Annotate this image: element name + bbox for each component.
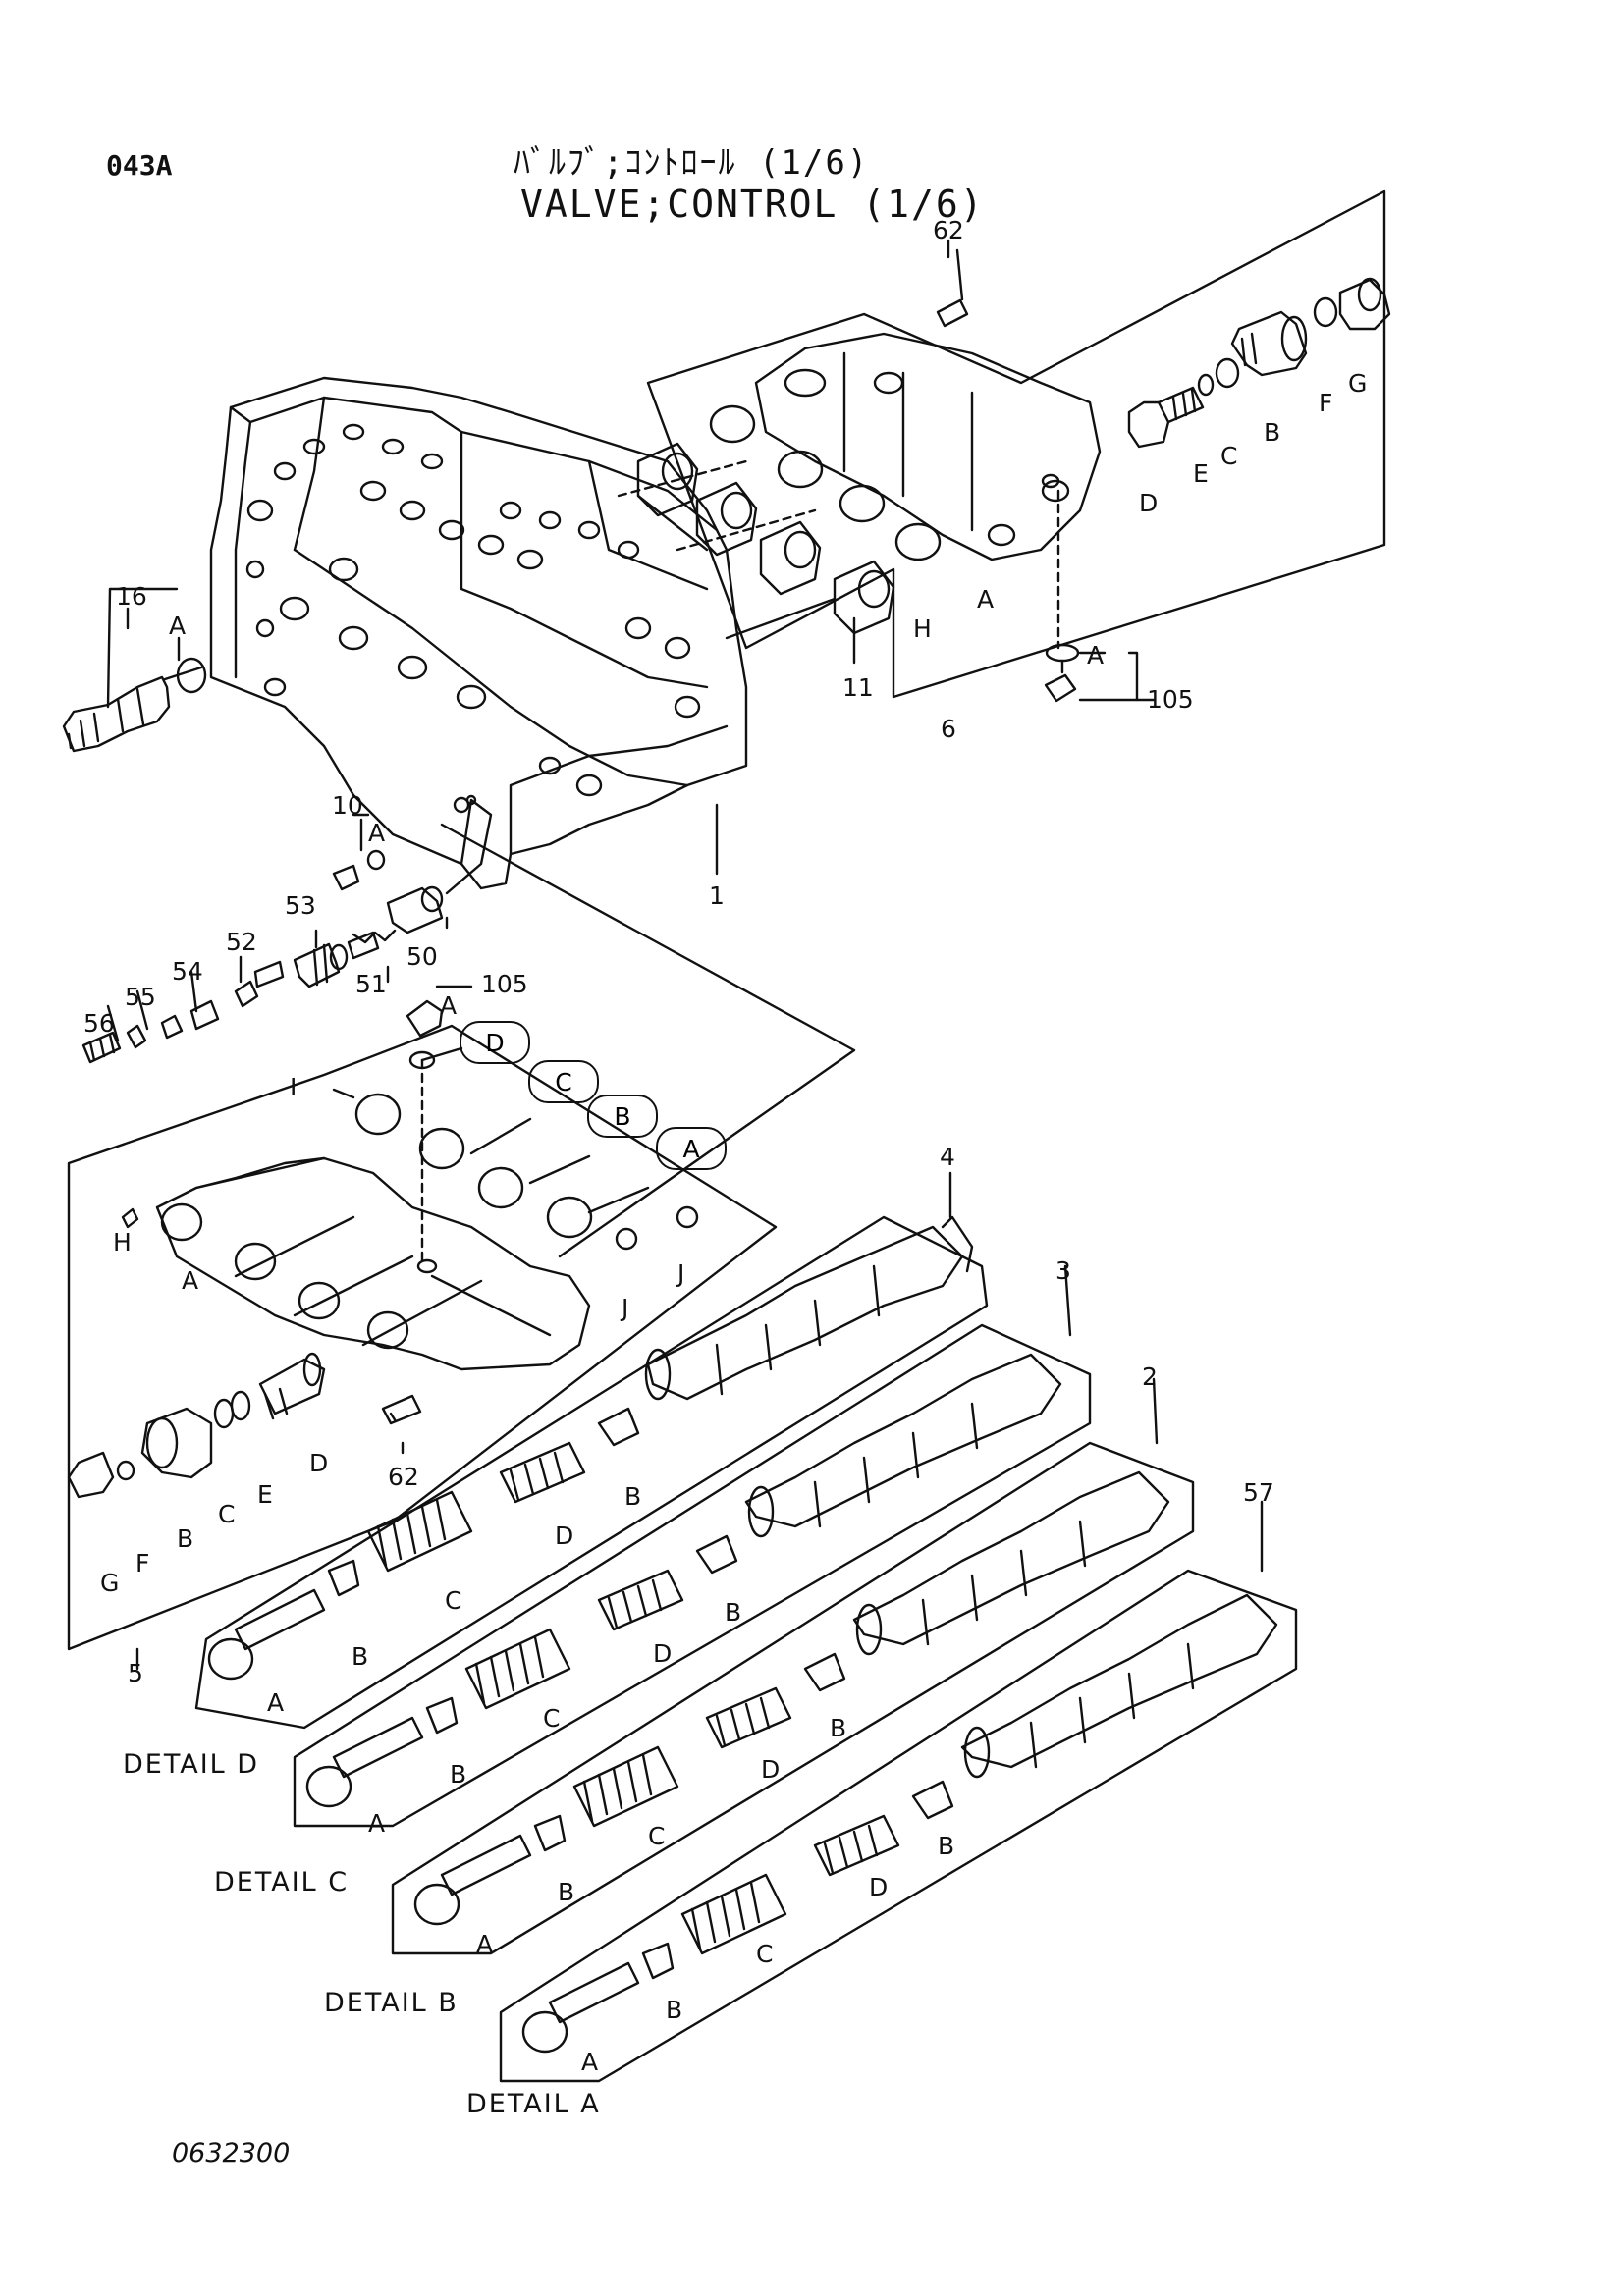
detail-4-letter-c: C <box>445 1586 462 1615</box>
letter-a-mid: A <box>182 1266 199 1295</box>
letter-d-top: D <box>1139 489 1159 517</box>
detail-57-spool-assembly <box>499 1569 1298 2083</box>
letter-h-mid: H <box>113 1228 132 1256</box>
letter-h-top: H <box>913 614 932 643</box>
detail-2-letter-d: D <box>761 1755 781 1784</box>
part-10-plug <box>332 813 386 891</box>
detail-2-letter-a: A <box>476 1930 494 1958</box>
detail-3-letter-a: A <box>368 1809 386 1838</box>
letter-i: I <box>290 1073 298 1101</box>
part-5-cover-group <box>67 999 778 1651</box>
letter-a-105-mid: A <box>440 991 458 1020</box>
bubble-b: B <box>587 1095 658 1138</box>
part-6-cover-group <box>617 189 1386 699</box>
letter-a-105-top: A <box>1087 641 1105 669</box>
callout-11: 11 <box>842 673 874 702</box>
valve-body-main <box>209 376 748 890</box>
callout-54: 54 <box>172 957 203 986</box>
bubble-c: C <box>528 1060 599 1103</box>
letter-f-top: F <box>1319 389 1333 417</box>
callout-52: 52 <box>226 928 257 956</box>
detail-2-spool-assembly <box>391 1441 1195 1955</box>
detail-a-caption: DETAIL A <box>466 2089 601 2119</box>
callout-105-top: 105 <box>1147 685 1194 714</box>
callout-leaders <box>106 239 1264 1671</box>
detail-57-letter-a: A <box>581 2048 599 2076</box>
bubble-a: A <box>656 1127 727 1170</box>
callout-53: 53 <box>285 891 316 920</box>
callout-56: 56 <box>83 1009 115 1038</box>
title-english: VALVE;CONTROL (1/6) <box>520 183 985 226</box>
parts-50-56-spool-stack <box>81 798 493 1064</box>
figure-number: 0632300 <box>172 2138 291 2168</box>
callout-62-mid: 62 <box>388 1463 419 1491</box>
bubble-d: D <box>460 1021 530 1064</box>
detail-3-spool-assembly <box>293 1323 1092 1828</box>
letter-e-top: E <box>1193 459 1209 488</box>
letter-c-mid: C <box>218 1500 236 1528</box>
detail-3-letter-b2: B <box>450 1760 467 1789</box>
letter-e-mid: E <box>257 1480 273 1509</box>
detail-4-letter-a: A <box>267 1688 285 1717</box>
leader-diagonal <box>440 823 856 1258</box>
bubble-a-label: A <box>682 1134 700 1163</box>
letter-g-top: G <box>1348 369 1368 398</box>
detail-4-letter-b2: B <box>352 1642 369 1671</box>
top-right-spring-cap-group <box>1044 277 1391 703</box>
detail-57-letter-d: D <box>869 1873 889 1901</box>
page-code: 043A <box>106 149 173 182</box>
letter-a-16: A <box>169 612 187 640</box>
detail-4-letter-d: D <box>555 1522 574 1550</box>
part-16-relief-valve <box>62 587 207 753</box>
letter-g-mid: G <box>100 1569 120 1597</box>
letter-b-top: B <box>1264 418 1281 447</box>
detail-3-letter-d: D <box>653 1639 673 1668</box>
callout-62: 62 <box>933 216 964 244</box>
detail-57-letter-c: C <box>756 1940 774 1968</box>
bubble-b-label: B <box>614 1101 631 1131</box>
callout-2: 2 <box>1142 1362 1158 1391</box>
callout-51: 51 <box>355 970 387 998</box>
detail-3-letter-c: C <box>543 1704 561 1733</box>
letter-a-10: A <box>368 819 386 847</box>
detail-b-caption: DETAIL B <box>324 1988 459 2018</box>
detail-c-caption: DETAIL C <box>214 1867 350 1897</box>
letter-d-mid: D <box>309 1449 329 1477</box>
title-japanese: ﾊﾞﾙﾌﾞ;ｺﾝﾄﾛｰﾙ (1/6) <box>514 143 870 183</box>
detail-2-letter-c: C <box>648 1822 666 1850</box>
letter-j-2: J <box>677 1259 685 1288</box>
callout-6: 6 <box>941 715 956 743</box>
callout-4: 4 <box>940 1143 955 1171</box>
detail-57-letter-b1: B <box>938 1832 955 1860</box>
detail-2-letter-b1: B <box>830 1714 847 1742</box>
callout-3: 3 <box>1055 1256 1071 1285</box>
bubble-c-label: C <box>555 1067 572 1096</box>
detail-2-letter-b2: B <box>558 1878 575 1906</box>
detail-d-caption: DETAIL D <box>123 1749 260 1780</box>
callout-16: 16 <box>116 582 147 611</box>
letter-b-mid: B <box>177 1524 194 1553</box>
callout-57: 57 <box>1243 1478 1274 1507</box>
detail-4-letter-b1: B <box>624 1482 642 1511</box>
detail-57-letter-b2: B <box>666 1996 683 2024</box>
callout-1: 1 <box>709 881 725 910</box>
callout-5: 5 <box>128 1659 143 1687</box>
letter-c-top: C <box>1220 442 1238 470</box>
callout-55: 55 <box>125 983 156 1011</box>
callout-50: 50 <box>406 942 438 971</box>
letter-j-1: J <box>622 1294 629 1322</box>
callout-10: 10 <box>332 791 363 820</box>
letter-f-mid: F <box>135 1549 150 1577</box>
callout-105-mid: 105 <box>481 970 528 998</box>
detail-4-spool-assembly <box>194 1215 989 1730</box>
detail-3-letter-b1: B <box>725 1598 742 1627</box>
bubble-d-label: D <box>485 1028 505 1057</box>
letter-a-top: A <box>977 585 995 614</box>
part-62-bolt-top <box>936 248 969 328</box>
